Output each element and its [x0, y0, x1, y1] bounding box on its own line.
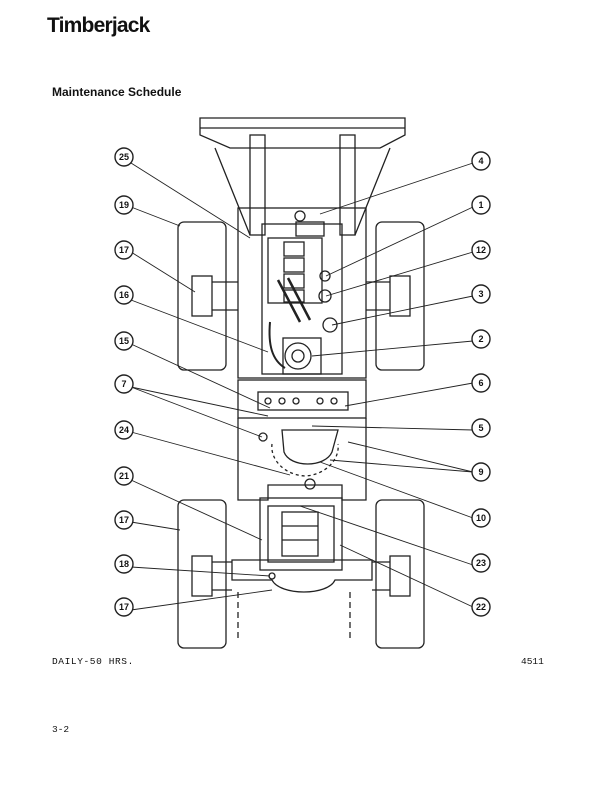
page-number: 3-2 [52, 724, 70, 735]
brand-logo: Timberjack [47, 14, 150, 37]
callout-16: 16 [119, 290, 129, 300]
callout-19: 19 [119, 200, 129, 210]
callout-6: 6 [478, 378, 483, 388]
callout-9: 9 [478, 467, 483, 477]
callout-1: 1 [478, 200, 483, 210]
callout-21: 21 [119, 471, 129, 481]
section-title: Maintenance Schedule [52, 85, 182, 99]
callout-23: 23 [476, 558, 486, 568]
callout-17-rear: 17 [119, 245, 129, 255]
machine-outline [177, 117, 425, 649]
figure-caption: DAILY-50 HRS. [52, 656, 134, 667]
callout-18: 18 [119, 559, 129, 569]
callout-5: 5 [478, 423, 483, 433]
callout-2: 2 [478, 334, 483, 344]
callout-24: 24 [119, 425, 129, 435]
callout-12: 12 [476, 245, 486, 255]
leader-lines [130, 162, 474, 611]
callout-22: 22 [476, 602, 486, 612]
callout-17-front: 17 [119, 515, 129, 525]
callout-3: 3 [478, 289, 483, 299]
callout-25: 25 [119, 152, 129, 162]
callout-labels: 25 19 17 16 15 7 24 21 17 18 17 4 1 12 3… [119, 152, 486, 612]
callout-bubbles [114, 147, 491, 617]
callout-15: 15 [119, 336, 129, 346]
callout-7: 7 [121, 379, 126, 389]
callout-4: 4 [478, 156, 483, 166]
figure-number: 4511 [521, 656, 544, 667]
callout-17-axle: 17 [119, 602, 129, 612]
callout-10: 10 [476, 513, 486, 523]
